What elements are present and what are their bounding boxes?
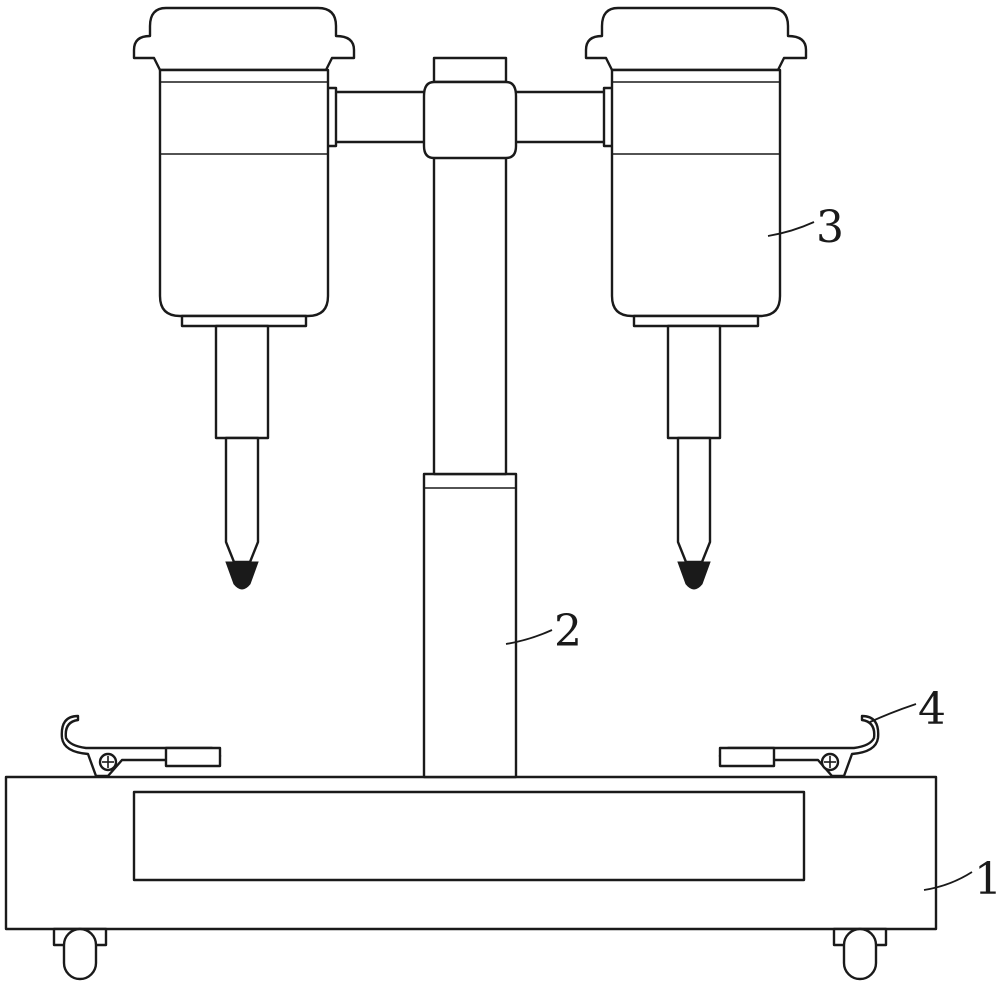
callout-1: 1 (974, 854, 1000, 905)
callout-4: 4 (918, 684, 946, 735)
drill-head-left (132, 6, 356, 590)
cross-arm (318, 80, 622, 160)
clamp-left (60, 714, 222, 778)
caster-wheel-right (832, 927, 888, 981)
drill-head-right (584, 6, 808, 590)
caster-wheel-left (52, 927, 108, 981)
column-lower-sleeve (422, 472, 518, 779)
drill-bit-left-tip (225, 561, 259, 590)
callout-2: 2 (554, 606, 582, 657)
callout-3: 3 (816, 202, 844, 253)
column-top-cap (432, 56, 508, 84)
column-assembly (422, 56, 518, 779)
leader-line-3 (767, 221, 815, 237)
base-assembly (4, 775, 938, 981)
base-window-panel (132, 790, 806, 882)
leader-line-2 (505, 629, 553, 645)
leader-line-4 (869, 703, 917, 723)
clamp-right (718, 714, 880, 778)
column-upper-post (432, 148, 508, 476)
leader-line-1 (923, 871, 973, 891)
drill-bit-right-tip (677, 561, 711, 590)
